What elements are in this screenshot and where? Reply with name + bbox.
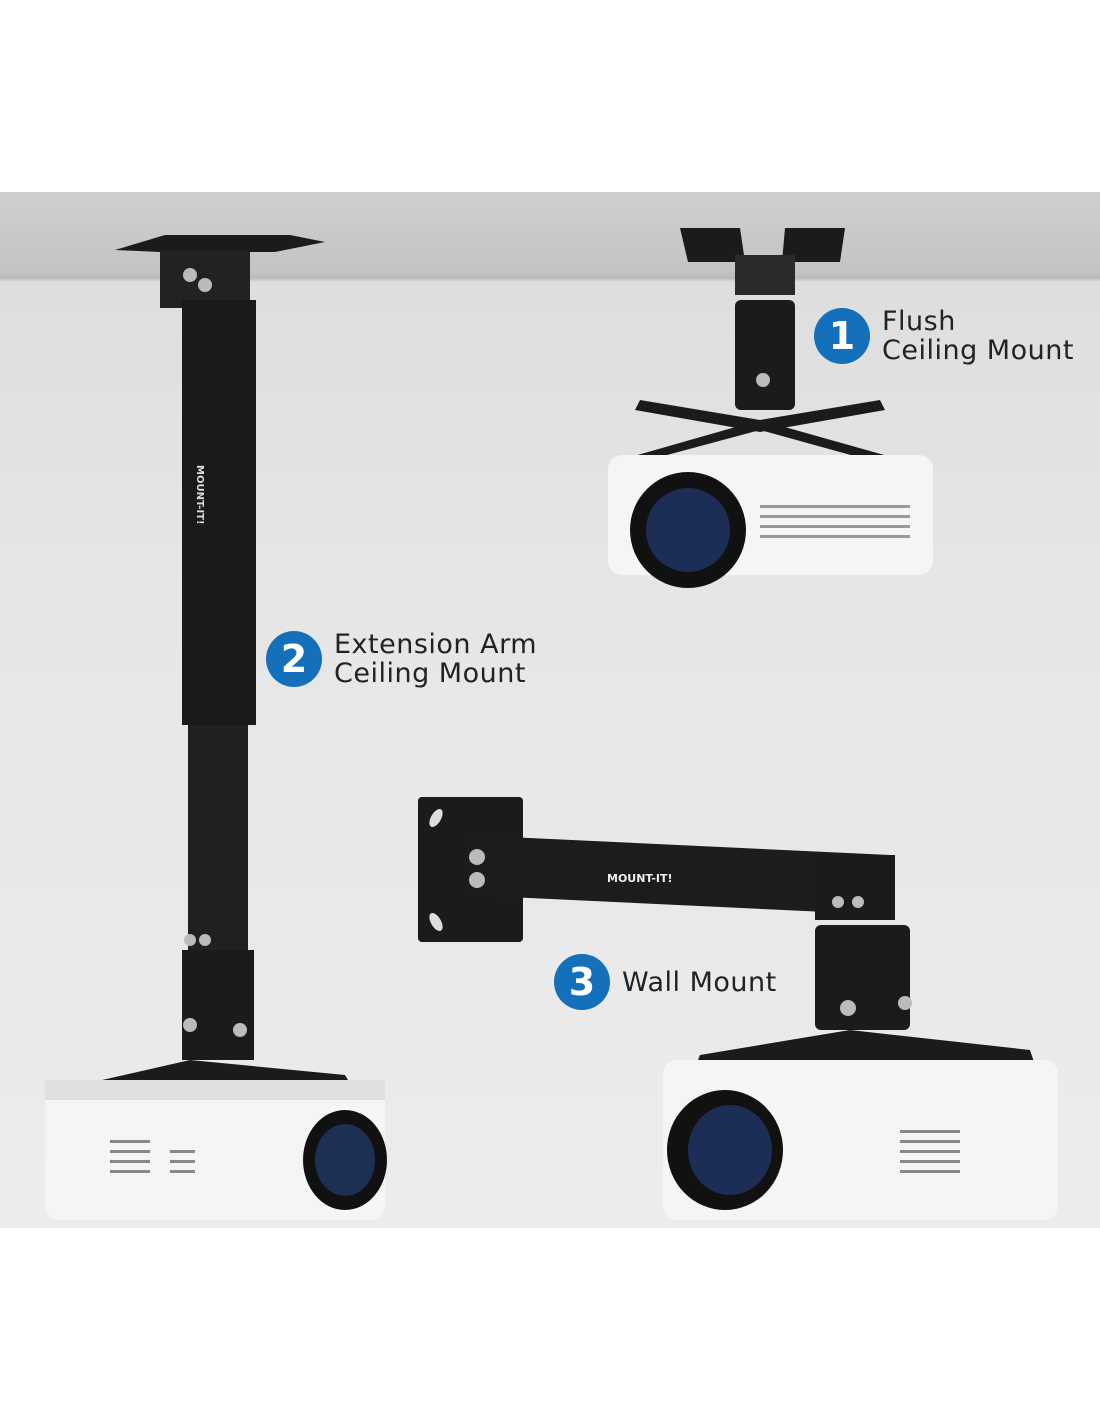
extension-arm-mount: MOUNT-IT! xyxy=(45,235,387,1220)
number-badge: 2 xyxy=(266,631,322,687)
svg-text:MOUNT-IT!: MOUNT-IT! xyxy=(607,872,673,885)
label-line: Ceiling Mount xyxy=(334,658,526,689)
wall-mount: MOUNT-IT! xyxy=(418,797,1058,1220)
label-extension-arm-ceiling-mount: 2 Extension Arm Ceiling Mount xyxy=(266,630,537,688)
label-text: Wall Mount xyxy=(622,966,777,998)
label-line: Flush xyxy=(882,306,956,337)
label-line: Ceiling Mount xyxy=(882,335,1074,366)
number-badge: 3 xyxy=(554,954,610,1010)
number-badge: 1 xyxy=(814,308,870,364)
label-flush-ceiling-mount: 1 Flush Ceiling Mount xyxy=(814,307,1074,365)
product-scene: MOUNT-IT! MOUNT-IT! xyxy=(0,192,1100,1228)
svg-text:MOUNT-IT!: MOUNT-IT! xyxy=(194,465,205,525)
label-text: Flush Ceiling Mount xyxy=(882,307,1074,365)
label-wall-mount: 3 Wall Mount xyxy=(554,954,777,1010)
label-text: Extension Arm Ceiling Mount xyxy=(334,630,537,688)
flush-ceiling-mount xyxy=(608,228,933,588)
label-line: Extension Arm xyxy=(334,629,538,660)
mount-illustrations: MOUNT-IT! MOUNT-IT! xyxy=(45,228,1058,1220)
